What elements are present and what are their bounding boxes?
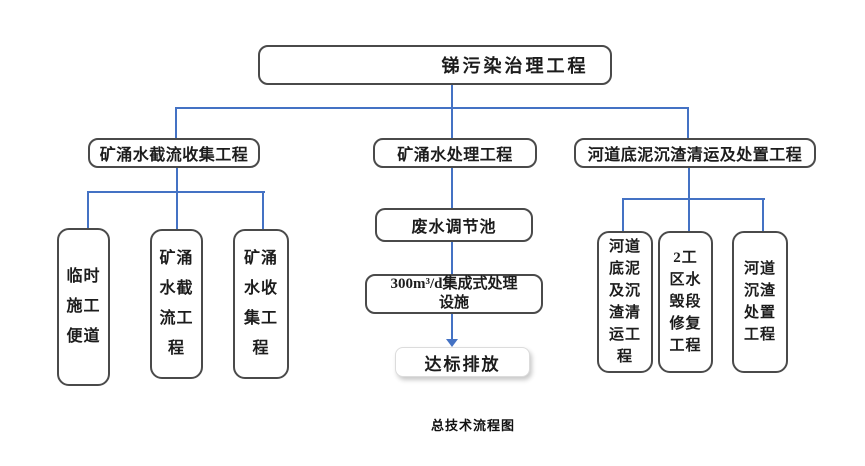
connector-mid-stem-2 <box>451 242 453 274</box>
connector-mid-stem-1 <box>451 168 453 208</box>
connector-left-drop-1 <box>87 191 89 228</box>
leaf-node-zone2-flood-damage-repair-works: 2工 区水 毁段 修复 工程 <box>658 231 713 373</box>
branch-node-mine-water-treatment: 矿涌水处理工程 <box>373 138 537 168</box>
connector-right-drop-3 <box>762 198 764 231</box>
connector-drop-right-branch <box>687 107 689 138</box>
process-node-standard-discharge: 达标排放 <box>395 347 530 377</box>
figure-caption: 总技术流程图 <box>430 418 515 433</box>
connector-main-horizontal <box>176 107 689 109</box>
arrow-down-icon <box>446 339 458 347</box>
leaf-node-mine-water-collection-works: 矿涌 水收 集工 程 <box>233 229 289 379</box>
process-node-wastewater-regulating-tank: 废水调节池 <box>375 208 533 242</box>
leaf-node-mine-water-interception-works: 矿涌 水截 流工 程 <box>150 229 203 379</box>
connector-drop-left-branch <box>175 107 177 138</box>
connector-root-vertical <box>451 85 453 138</box>
leaf-node-temporary-construction-road: 临时 施工 便道 <box>57 228 110 386</box>
connector-right-drop-1 <box>622 198 624 231</box>
connector-mid-arrow-shaft <box>451 313 453 340</box>
connector-left-horizontal <box>87 191 265 193</box>
branch-node-mine-water-interception-collection: 矿涌水截流收集工程 <box>88 138 260 168</box>
root-node-antimony-pollution-project: 锑污染治理工程 <box>258 45 612 85</box>
process-node-integrated-treatment-facility: 300m³/d集成式处理 设施 <box>365 274 543 314</box>
leaf-node-river-sediment-removal-works: 河道 底泥 及沉 渣清 运工 程 <box>597 231 653 373</box>
connector-left-drop-3 <box>262 191 264 229</box>
leaf-node-river-sediment-disposal-works: 河道 沉渣 处置 工程 <box>732 231 788 373</box>
connector-left-stem <box>176 168 178 229</box>
branch-node-river-sediment-removal-disposal: 河道底泥沉渣清运及处置工程 <box>574 138 816 168</box>
connector-right-horizontal <box>622 198 765 200</box>
